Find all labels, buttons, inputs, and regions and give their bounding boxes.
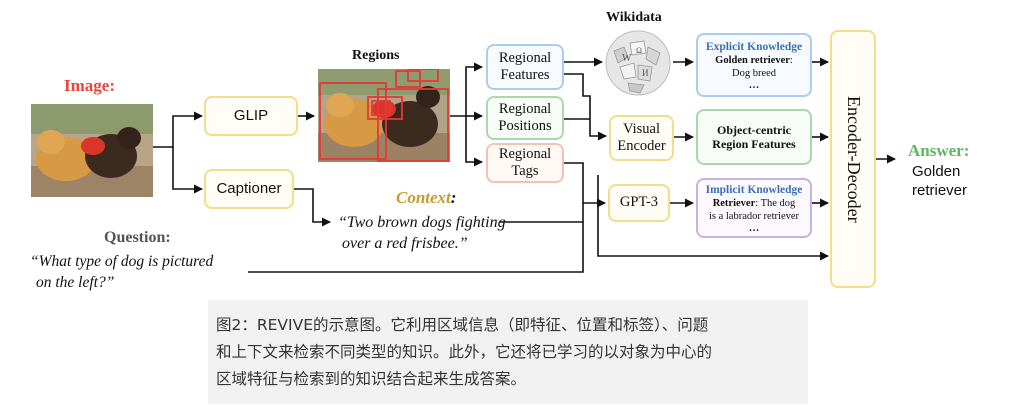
regional-tags-line2: Tags xyxy=(511,163,539,179)
context-text: “Two brown dogs fighting over a red fris… xyxy=(338,212,506,254)
explicit-knowledge-ellipsis: … xyxy=(748,79,760,91)
implicit-knowledge-value1: The dog xyxy=(758,198,796,210)
regional-positions-line1: Regional xyxy=(498,100,552,117)
line-context-to-gpt3 xyxy=(500,203,584,223)
implicit-knowledge-box: Implicit Knowledge Retriever: The dog is… xyxy=(696,178,812,238)
object-centric-line1: Object-centric xyxy=(717,122,791,137)
svg-text:Ω: Ω xyxy=(636,46,642,55)
wikipedia-globe-icon: W Ω И xyxy=(605,30,671,96)
answer-text: Golden retriever xyxy=(912,162,967,200)
answer-label: Answer: xyxy=(908,141,970,160)
explicit-knowledge-title: Explicit Knowledge xyxy=(705,40,803,53)
question-text-line2: on the left?” xyxy=(36,274,115,291)
wikidata-label: Wikidata xyxy=(606,10,662,25)
encoder-decoder-box: Encoder-Decoder xyxy=(830,30,876,288)
caption-line3: 区域特征与检索到的知识结合起来生成答案。 xyxy=(216,370,527,388)
region-bboxes xyxy=(319,69,449,162)
context-label: Context: xyxy=(396,188,456,208)
svg-text:И: И xyxy=(642,68,649,78)
implicit-knowledge-entry: Retriever: The dog xyxy=(713,197,796,210)
regional-features-line1: Regional xyxy=(498,49,552,66)
implicit-knowledge-colon: : xyxy=(755,198,759,210)
context-label-colon: : xyxy=(450,188,457,207)
explicit-knowledge-value: Dog breed xyxy=(731,68,777,80)
context-text-line1: “Two brown dogs fighting xyxy=(338,214,506,231)
glip-box: GLIP xyxy=(204,96,298,136)
arrow-regions-to-tags xyxy=(465,116,483,167)
regional-tags-box: Regional Tags xyxy=(486,143,564,183)
question-text: “What type of dog is pictured on the lef… xyxy=(30,251,213,293)
implicit-knowledge-value2: is a labrador retriever xyxy=(708,211,800,223)
implicit-knowledge-ellipsis: … xyxy=(748,222,760,234)
regional-features-box: Regional Features xyxy=(486,44,564,90)
answer-text-line1: Golden xyxy=(912,163,961,180)
explicit-knowledge-colon: : xyxy=(789,55,793,67)
implicit-knowledge-title: Implicit Knowledge xyxy=(705,183,803,196)
arrow-regions-to-features xyxy=(450,62,483,117)
caption-line1: 图2：REVIVE的示意图。它利用区域信息（即特征、位置和标签）、问题 xyxy=(216,316,709,334)
regional-positions-box: Regional Positions xyxy=(486,96,564,140)
explicit-knowledge-box: Explicit Knowledge Golden retriever: Dog… xyxy=(696,33,812,97)
answer-text-line2: retriever xyxy=(912,182,968,199)
context-label-text: Context xyxy=(396,188,451,207)
context-text-line2: over a red frisbee.” xyxy=(342,235,468,252)
captioner-box: Captioner xyxy=(204,169,294,209)
regional-tags-line1: Regional xyxy=(498,145,552,162)
figure-caption: 图2：REVIVE的示意图。它利用区域信息（即特征、位置和标签）、问题 和上下文… xyxy=(216,312,796,393)
image-label: Image: xyxy=(64,76,115,95)
object-centric-line2: Region Features xyxy=(712,137,796,151)
line-question-to-gpt3 xyxy=(248,222,584,273)
question-label: Question: xyxy=(104,229,171,246)
visual-encoder-line2: Encoder xyxy=(617,138,666,154)
caption-line2: 和上下文来检索不同类型的知识。此外，它还将已学习的以对象为中心的 xyxy=(216,343,713,361)
arrow-image-to-captioner xyxy=(172,147,203,194)
explicit-knowledge-key: Golden retriever xyxy=(715,55,790,67)
arrow-features-to-visual-encoder xyxy=(564,73,607,141)
regional-positions-line2: Positions xyxy=(498,118,552,134)
visual-encoder-box: Visual Encoder xyxy=(609,115,674,161)
regions-label: Regions xyxy=(352,48,400,63)
gpt3-box: GPT-3 xyxy=(608,184,670,222)
arrow-tags-to-gpt3 xyxy=(564,162,606,208)
arrow-tags-to-encoder-decoder xyxy=(597,175,829,261)
regional-features-line2: Features xyxy=(500,67,550,83)
implicit-knowledge-key: Retriever xyxy=(712,198,756,210)
regions-photo xyxy=(318,69,450,162)
arrow-image-to-glip xyxy=(153,111,203,148)
svg-text:W: W xyxy=(622,53,632,64)
input-dog-photo xyxy=(31,104,153,197)
caption-panel xyxy=(208,300,808,404)
question-text-line1: “What type of dog is pictured xyxy=(30,253,214,270)
explicit-knowledge-entry: Golden retriever: xyxy=(715,54,793,67)
object-centric-box: Object-centric Region Features xyxy=(696,109,812,165)
arrow-captioner-to-context xyxy=(294,188,331,227)
encoder-decoder-label: Encoder-Decoder xyxy=(843,95,864,223)
visual-encoder-line1: Visual xyxy=(623,120,660,137)
